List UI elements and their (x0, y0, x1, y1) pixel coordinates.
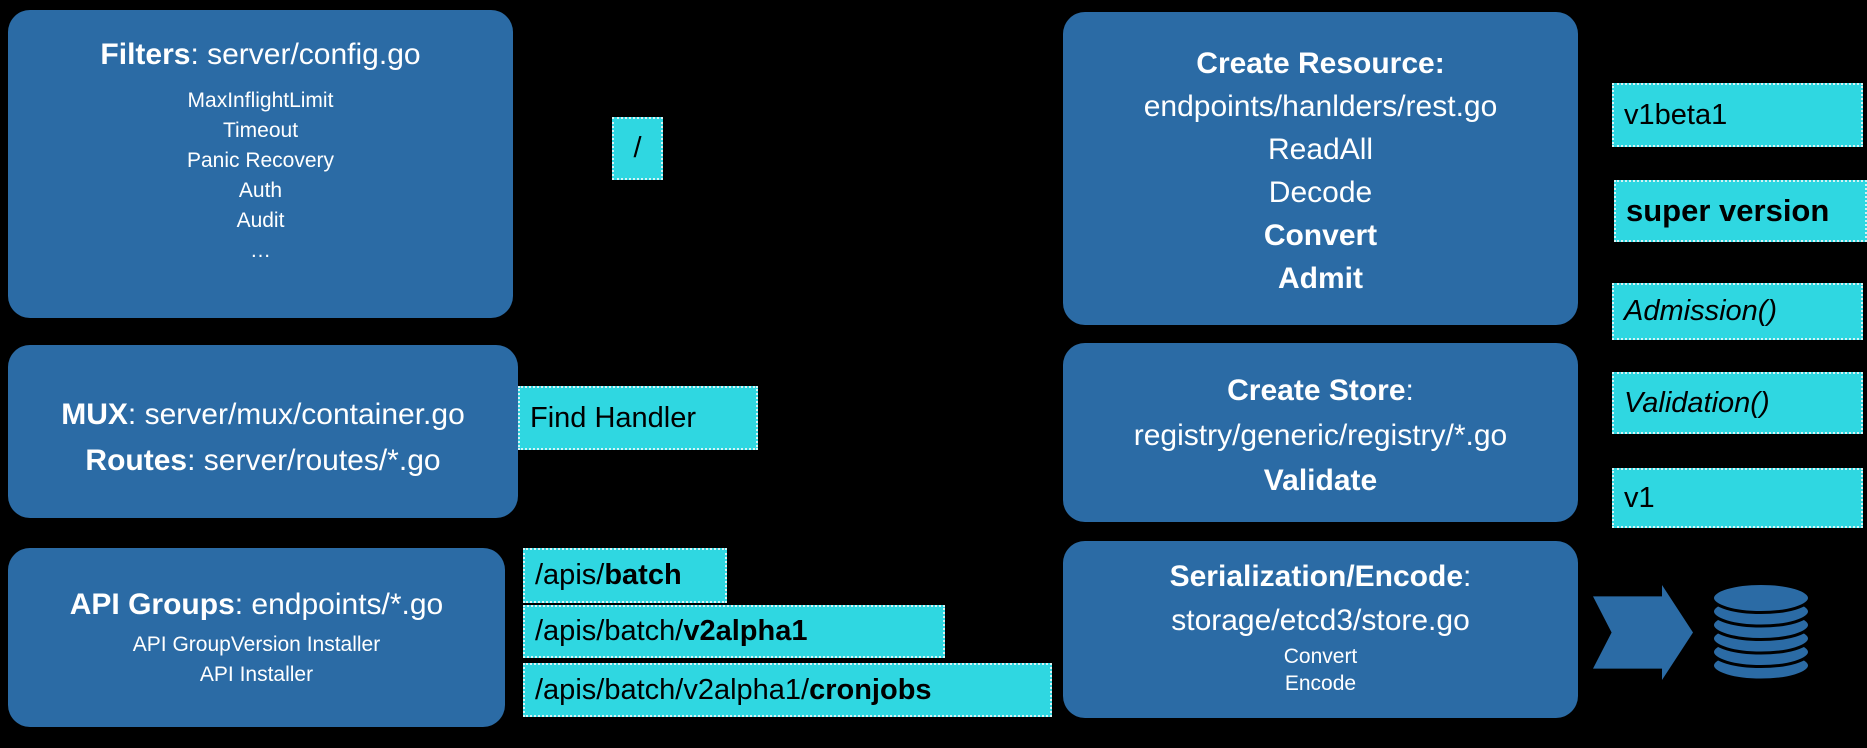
find-handler-chip: Find Handler (518, 386, 758, 450)
version-chip-v1beta1: v1beta1 (1612, 83, 1863, 147)
filters-item: Panic Recovery (186, 149, 335, 172)
filters-item: MaxInflightLimit (187, 89, 334, 112)
create-store-step-bold: Validate (1263, 464, 1378, 497)
version-chip-v1: v1 (1612, 468, 1863, 528)
routes-line-rest: : server/routes/*.go (187, 444, 441, 477)
serialization-title: Serialization/Encode: (1063, 555, 1578, 599)
route-chip-apis-batch-v2alpha1: /apis/batch/v2alpha1 (523, 605, 945, 658)
api-groups-box: API Groups: endpoints/*.go API GroupVers… (8, 548, 505, 727)
create-resource-step-bold: Admit (1278, 262, 1363, 295)
routes-line-bold: Routes (85, 444, 188, 477)
serialization-path: storage/etcd3/store.go (1171, 604, 1470, 637)
api-groups-list: API GroupVersion Installer API Installer (8, 630, 505, 690)
route-bold: cronjobs (809, 673, 932, 706)
mux-routes-box: MUX: server/mux/container.go Routes: ser… (8, 345, 518, 518)
create-store-title-rest: : (1405, 374, 1414, 407)
api-groups-title-rest: : endpoints/*.go (234, 588, 444, 621)
route-prefix: /apis/batch/ (535, 615, 684, 647)
route-bold: v2alpha1 (683, 615, 808, 647)
create-resource-box: Create Resource: endpoints/hanlders/rest… (1063, 12, 1578, 325)
filters-list: MaxInflightLimit Timeout Panic Recovery … (8, 86, 513, 266)
create-store-path: registry/generic/registry/*.go (1133, 419, 1508, 452)
create-store-title-bold: Create Store (1227, 374, 1406, 407)
route-prefix: /apis/ (535, 559, 605, 591)
route-bold: batch (604, 559, 682, 591)
api-groups-title-bold: API Groups (69, 588, 235, 621)
create-store-title: Create Store: (1063, 368, 1578, 413)
api-groups-item: API Installer (199, 663, 314, 686)
route-chip-apis-batch: /apis/batch (523, 548, 727, 603)
create-store-box: Create Store: registry/generic/registry/… (1063, 343, 1578, 522)
route-chip-apis-batch-v2alpha1-cronjobs: /apis/batch/v2alpha1/cronjobs (523, 663, 1052, 717)
filters-item-ellipsis: … (250, 239, 271, 262)
arrow-right-icon (1593, 584, 1693, 681)
database-icon (1711, 582, 1811, 682)
serialization-title-bold: Serialization/Encode (1169, 560, 1464, 593)
mux-line-rest: : server/mux/container.go (127, 398, 465, 431)
version-chip-admission: Admission() (1612, 283, 1863, 340)
filters-title: Filters: server/config.go (8, 36, 513, 74)
routes-line: Routes: server/routes/*.go (8, 438, 518, 484)
mux-line: MUX: server/mux/container.go (8, 392, 518, 438)
filters-box: Filters: server/config.go MaxInflightLim… (8, 10, 513, 318)
api-groups-item: API GroupVersion Installer (132, 633, 381, 656)
serialization-step: Convert (1283, 645, 1358, 668)
root-path-chip: / (612, 117, 663, 180)
create-resource-step: ReadAll (1267, 133, 1374, 166)
filters-item: Auth (238, 179, 283, 202)
mux-line-bold: MUX (61, 398, 128, 431)
route-prefix: /apis/batch/v2alpha1/ (535, 673, 810, 706)
create-resource-path: endpoints/hanlders/rest.go (1143, 90, 1498, 123)
api-groups-title: API Groups: endpoints/*.go (8, 587, 505, 623)
create-resource-step: Decode (1268, 176, 1373, 209)
serialization-box: Serialization/Encode: storage/etcd3/stor… (1063, 541, 1578, 718)
create-resource-title: Create Resource: (1196, 47, 1445, 80)
version-chip-validation: Validation() (1612, 372, 1863, 434)
version-chip-super-version: super version (1614, 180, 1867, 242)
filters-item: Timeout (222, 119, 299, 142)
serialization-title-rest: : (1463, 560, 1472, 593)
filters-title-bold: Filters (100, 38, 191, 71)
filters-title-rest: : server/config.go (190, 38, 421, 71)
create-resource-step-bold: Convert (1263, 219, 1378, 252)
serialization-step: Encode (1284, 672, 1357, 695)
filters-item: Audit (236, 209, 285, 232)
